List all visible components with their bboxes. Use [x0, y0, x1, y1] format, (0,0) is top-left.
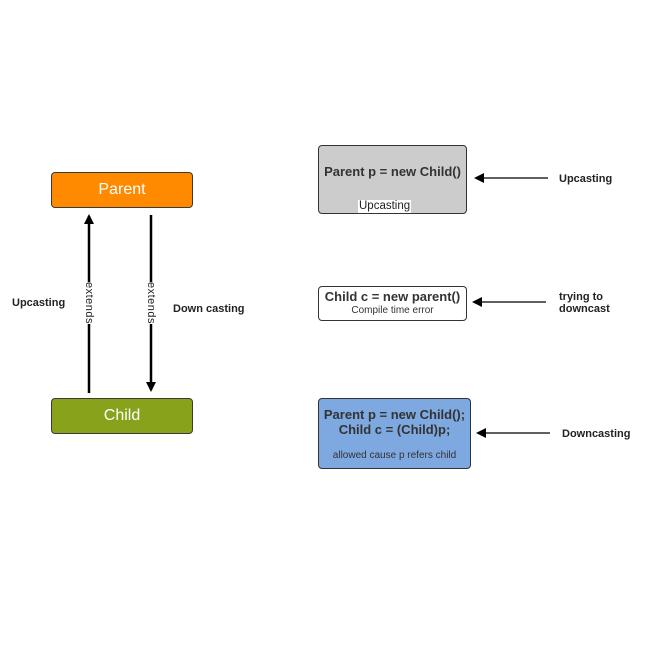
- upcast-inner-label: Upcasting: [358, 200, 412, 213]
- parent-class-label: Parent: [98, 181, 146, 198]
- trying-to-label: trying to: [559, 291, 603, 303]
- upcast-edge-label: extends: [82, 281, 96, 325]
- downcasting-side-label: Downcasting: [562, 428, 631, 440]
- downcast-example-box: Parent p = new Child(); Child c = (Child…: [318, 398, 471, 469]
- left-upcasting-label: Upcasting: [12, 297, 66, 309]
- upcast-code: Parent p = new Child(): [324, 164, 461, 179]
- parent-class-box: Parent: [51, 172, 193, 208]
- downcast-code-line-2: Child c = (Child)p;: [338, 422, 451, 437]
- child-class-label: Child: [103, 407, 141, 424]
- downcast-attempt-label: downcast: [559, 303, 610, 315]
- downcast-note: allowed cause p refers child: [332, 450, 457, 461]
- right-downcasting-label: Down casting: [173, 303, 245, 315]
- upcasting-side-label: Upcasting: [559, 173, 613, 185]
- child-class-box: Child: [51, 398, 193, 434]
- invalid-code: Child c = new parent(): [324, 289, 461, 304]
- downcast-edge-label: extends: [144, 281, 158, 325]
- downcast-code-line-1: Parent p = new Child();: [323, 407, 466, 422]
- invalid-note: Compile time error: [351, 305, 434, 316]
- invalid-example-box: Child c = new parent() Compile time erro…: [318, 286, 467, 321]
